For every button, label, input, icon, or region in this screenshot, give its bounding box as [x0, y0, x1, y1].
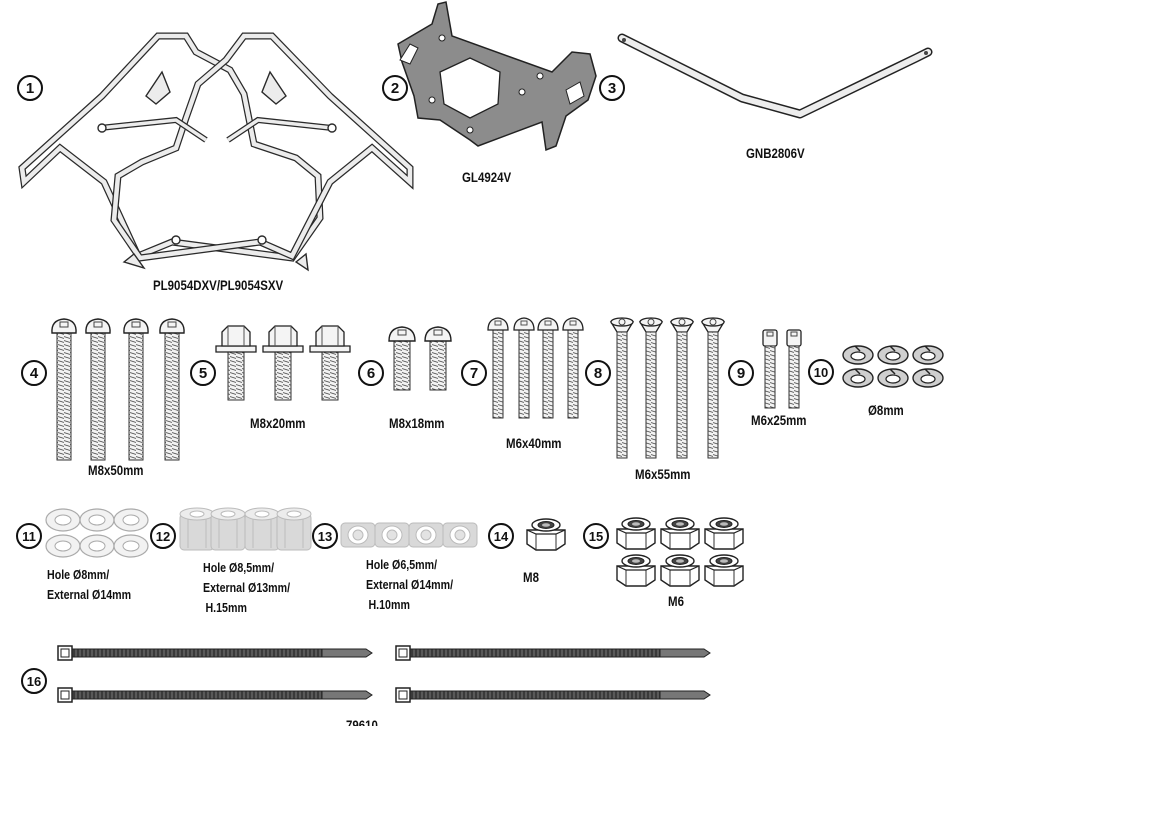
item-number-1: 1	[17, 75, 43, 101]
m8-nut	[526, 518, 566, 551]
label-m6x25: M6x25mm	[751, 412, 807, 428]
label-line: External Ø14mm	[47, 587, 132, 602]
spacers-10mm	[340, 522, 478, 548]
label-m6x55: M6x55mm	[635, 466, 691, 482]
bar-drawing	[617, 33, 933, 119]
label-line: Hole Ø8,5mm/	[203, 560, 275, 575]
label-m8x18: M8x18mm	[389, 415, 445, 431]
label-cable-tie-clip: 79610	[346, 718, 406, 726]
cable-ties	[57, 645, 711, 703]
item-number-9: 9	[728, 360, 754, 386]
m6x40-bolts	[487, 317, 584, 419]
item-number-16: 16	[21, 668, 47, 694]
spring-washers	[842, 345, 944, 388]
label-spacer-15: Hole Ø8,5mm/ External Ø13mm/ H.15mm	[203, 558, 290, 618]
m6x55-bolts	[610, 317, 725, 459]
item-number-7: 7	[461, 360, 487, 386]
label-m6x40: M6x40mm	[506, 435, 562, 451]
label-line: H.10mm	[368, 597, 410, 612]
item-number-6: 6	[358, 360, 384, 386]
item-number-2: 2	[382, 75, 408, 101]
item-number-10: 10	[808, 359, 834, 385]
label-m8x20: M8x20mm	[250, 415, 306, 431]
item-number-3: 3	[599, 75, 625, 101]
label-line: External Ø14mm/	[366, 577, 454, 592]
label-bar: GNB2806V	[746, 145, 805, 161]
item-number-13: 13	[312, 523, 338, 549]
m6x25-cap-screws	[762, 329, 802, 409]
label-flat-washer: Hole Ø8mm/ External Ø14mm	[47, 565, 131, 605]
item-number-11: 11	[16, 523, 42, 549]
label-line: External Ø13mm/	[203, 580, 291, 595]
m8x18-bolts	[388, 326, 452, 391]
item-number-15: 15	[583, 523, 609, 549]
plate-drawing	[397, 1, 597, 152]
label-m6-nut: M6	[668, 593, 684, 609]
label-line: Hole Ø6,5mm/	[366, 557, 438, 572]
label-line: H.15mm	[205, 600, 247, 615]
item-number-4: 4	[21, 360, 47, 386]
item-number-14: 14	[488, 523, 514, 549]
label-spring-washer: Ø8mm	[868, 402, 904, 418]
item-number-5: 5	[190, 360, 216, 386]
item-number-12: 12	[150, 523, 176, 549]
label-m8x50: M8x50mm	[88, 462, 144, 478]
label-plate: GL4924V	[462, 169, 512, 185]
spacers-15mm	[179, 507, 312, 551]
m8x20-hex-bolts	[215, 325, 351, 401]
m8x50-bolts	[51, 318, 185, 461]
label-side-frames: PL9054DXV/PL9054SXV	[153, 277, 284, 293]
label-spacer-10: Hole Ø6,5mm/ External Ø14mm/ H.10mm	[366, 555, 453, 615]
flat-washers	[45, 508, 149, 558]
label-line: Hole Ø8mm/	[47, 567, 110, 582]
side-frames-drawing	[18, 32, 414, 272]
label-cable-tie: 79610	[346, 718, 378, 726]
label-m8-nut: M8	[523, 569, 539, 585]
m6-nuts	[616, 517, 744, 587]
item-number-8: 8	[585, 360, 611, 386]
